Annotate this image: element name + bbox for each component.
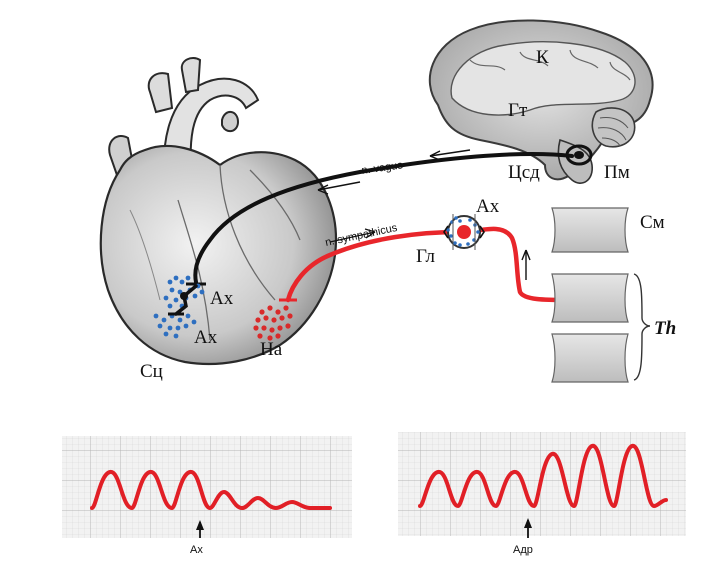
label-thoracic: Th <box>654 318 676 339</box>
vertebra-segment-icon <box>551 273 629 323</box>
trace-panel-right <box>398 432 686 536</box>
vertebra-segment-icon <box>551 333 629 383</box>
heart-illustration-icon <box>99 57 337 366</box>
label-medulla: Пм <box>604 162 630 183</box>
trace-panel-left <box>62 436 352 538</box>
noradrenaline-cluster-icon <box>253 305 293 341</box>
label-ganglion-ach: Ах <box>476 196 500 217</box>
label-heart-ach-upper: Ах <box>210 288 234 309</box>
trace-left-arrow-icon <box>196 520 204 538</box>
sympathetic-arrow-icon <box>329 228 376 243</box>
up-arrow-icon <box>521 249 531 280</box>
label-vagus: n. vagus <box>361 159 404 177</box>
vagus-nerve <box>193 152 574 284</box>
label-sinus-node: Сц <box>140 361 163 382</box>
trace-right-arrow-icon <box>524 518 532 538</box>
label-cortex: К <box>536 47 549 68</box>
brain-sagittal-icon <box>428 19 654 184</box>
sympathetic-postganglionic-nerve <box>285 229 461 303</box>
label-medulla-center: Цсд <box>508 162 540 183</box>
label-ganglion: Гл <box>416 246 436 267</box>
sympathetic-preganglionic-nerve <box>467 226 571 303</box>
trace-left-waveform <box>90 470 332 510</box>
vagus-arrow-icon <box>317 149 471 195</box>
label-trace-right: Адр <box>513 544 533 556</box>
label-trace-left: Ах <box>190 544 203 556</box>
label-noradrenaline: На <box>260 339 283 360</box>
cerebellum-icon <box>591 107 636 148</box>
label-spinal-cord: См <box>640 212 665 233</box>
thoracic-brace <box>633 273 651 381</box>
vertebra-segment-icon <box>551 207 629 253</box>
label-hypothalamus: Гт <box>508 100 528 121</box>
label-heart-ach-lower: Ах <box>194 327 218 348</box>
ganglion-icon <box>443 214 485 250</box>
trace-right-waveform <box>418 444 668 508</box>
